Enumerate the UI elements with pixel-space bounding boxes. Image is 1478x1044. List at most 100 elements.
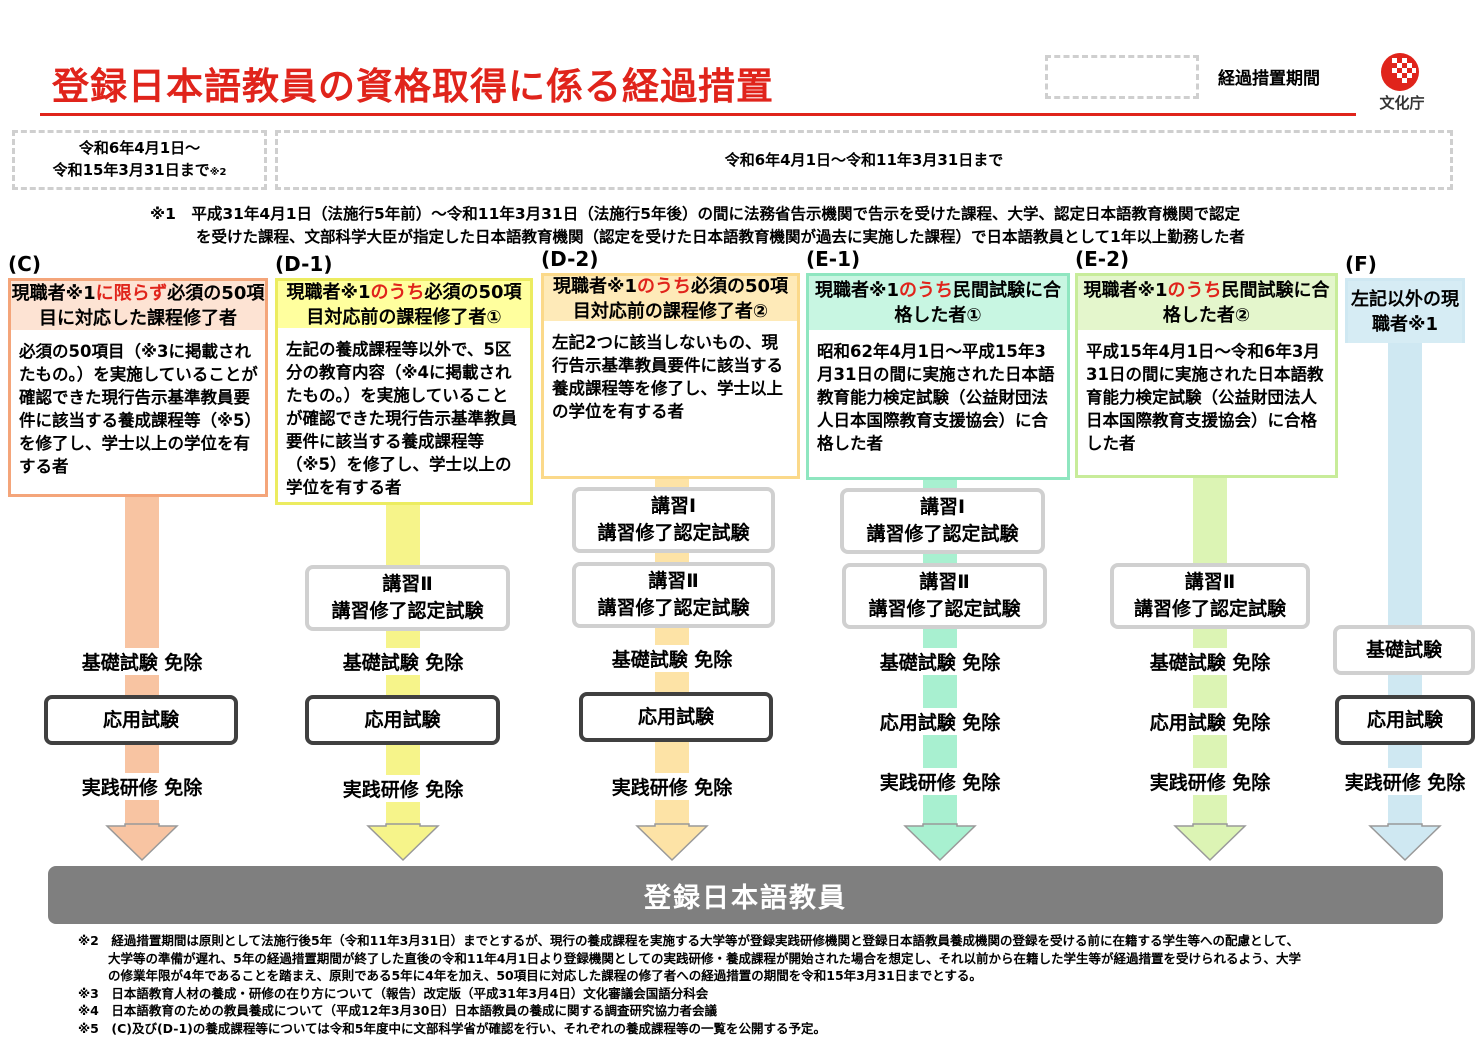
note-1-line2: を受けた課程、文部科学大臣が指定した日本語教育機関（認定を受けた日本語教育機関が… (196, 228, 1245, 246)
header-part: 現職者※1 (552, 275, 637, 297)
step-exempt: 応用試験 免除 (1147, 708, 1273, 735)
column-description: 必須の50項目（※3に掲載されたもの。）を実施していることが確認できた現行告示基… (8, 330, 268, 497)
step-title: 基礎試験 (1365, 638, 1442, 661)
title-underline (40, 113, 1356, 116)
step-exempt: 基礎試験 免除 (877, 648, 1003, 675)
course-box: 講習Ⅱ 講習修了認定試験 (842, 563, 1047, 629)
header-part: 必須の50項目対応前の課程修了者② (572, 275, 789, 322)
footnotes: ※2 経過措置期間は原則として法施行後5年（令和11年3月31日）までとするが、… (78, 932, 1301, 1037)
step-subtitle: 講習修了認定試験 (597, 597, 750, 619)
footnote-3: ※3 日本語教育人材の養成・研修の在り方について（報告）改定版（平成31年3月4… (78, 985, 709, 1001)
column-description: 昭和62年4月1日～平成15年3月31日の間に実施された日本語教育能力検定試験（… (806, 330, 1070, 480)
header-text: 現職者※1のうち民間試験に合格した者① (809, 278, 1067, 328)
footnote-2: ※2 経過措置期間は原則として法施行後5年（令和11年3月31日）までとするが、… (78, 933, 1300, 948)
footnote-5: ※5 (C)及び(D-1)の養成課程等については令和5年度中に文部科学省が確認を… (78, 1020, 826, 1036)
header-part: のうち (636, 275, 691, 297)
applied-exam-box: 応用試験 (579, 692, 773, 742)
svg-text:文化庁: 文化庁 (1379, 94, 1424, 112)
step-subtitle: 講習修了認定試験 (597, 522, 750, 544)
course-box: 講習Ⅱ 講習修了認定試験 (305, 565, 510, 631)
course-box: 基礎試験 (1333, 625, 1475, 675)
column-description: 平成15年4月1日～令和6年3月31日の間に実施された日本語教育能力検定試験（公… (1075, 330, 1338, 478)
course-box: 講習Ⅰ 講習修了認定試験 (572, 487, 775, 553)
step-title: 応用試験 (1366, 708, 1443, 731)
down-arrow-icon (1173, 823, 1247, 862)
footnote-2-cont: の修業年限が4年であることを踏まえ、原則である5年に4年を加え、50項目に対応し… (108, 968, 982, 983)
period-left-line1: 令和6年4月1日～ (78, 138, 201, 157)
step-title: 講習Ⅰ (650, 495, 697, 517)
column-label: (D-1) (275, 252, 333, 276)
step-exempt: 基礎試験 免除 (79, 648, 205, 675)
step-title: 応用試験 (364, 708, 441, 731)
column-label: (E-1) (806, 247, 861, 271)
registered-teacher-bar: 登録日本語教員 (48, 866, 1443, 924)
step-exempt: 基礎試験 免除 (609, 645, 735, 672)
header-part: 現職者※1 (286, 281, 371, 303)
note-1-line1: ※1 平成31年4月1日（法施行5年前）～令和11年3月31日（法施行5年後）の… (150, 205, 1240, 223)
step-exempt: 基礎試験 免除 (1147, 648, 1273, 675)
step-exempt: 実践研修 免除 (877, 768, 1003, 795)
applied-exam-box: 応用試験 (305, 695, 500, 745)
applied-exam-box: 応用試験 (44, 695, 238, 745)
step-exempt: 応用試験 免除 (877, 708, 1003, 735)
header-part: 民間試験に合格した者② (1162, 280, 1330, 326)
header-part: のうち (370, 281, 425, 303)
down-arrow-icon (366, 823, 440, 862)
header-text: 現職者※1のうち必須の50項目対応前の課程修了者② (544, 274, 797, 324)
column-header: 現職者※1のうち民間試験に合格した者② (1075, 273, 1338, 330)
header-part: 現職者※1 (1083, 280, 1168, 301)
header-text: 現職者※1のうち必須の50項目対応前の課程修了者① (278, 280, 530, 330)
column-label: (E-2) (1075, 247, 1130, 271)
step-subtitle: 講習修了認定試験 (868, 598, 1021, 620)
header-text: 現職者※1に限らず必須の50項目に対応した課程修了者 (11, 281, 265, 331)
column-label: (C) (8, 252, 41, 276)
column-header: 現職者※1のうち民間試験に合格した者① (806, 273, 1070, 330)
step-subtitle: 講習修了認定試験 (1133, 598, 1286, 620)
down-arrow-icon (635, 823, 709, 862)
header-part: 必須の50項目対応前の課程修了者① (306, 281, 522, 328)
header-part: のうち (899, 280, 954, 301)
bunkacho-logo: 文化庁 (1362, 50, 1442, 112)
step-exempt: 実践研修 免除 (340, 775, 466, 802)
logo-icon: 文化庁 (1379, 53, 1425, 112)
page-title: 登録日本語教員の資格取得に係る経過措置 (52, 65, 774, 108)
legend-label: 経過措置期間 (1218, 69, 1320, 89)
step-title: 応用試験 (102, 708, 179, 731)
period-left-line2: 令和15年3月31日まで (52, 160, 210, 179)
course-box: 講習Ⅱ 講習修了認定試験 (572, 562, 775, 628)
flow-bar (1388, 343, 1422, 826)
step-title: 講習Ⅱ (919, 571, 970, 593)
column-label: (D-2) (541, 247, 599, 271)
header-part: に限らず (95, 282, 168, 304)
step-title: 講習Ⅰ (919, 496, 966, 518)
header-text: 左記以外の現職者※1 (1348, 287, 1462, 337)
step-exempt: 実践研修 免除 (609, 773, 735, 800)
column-description: 左記の養成課程等以外で、5区分の教育内容（※4に掲載されたもの。）を実施している… (275, 328, 533, 505)
step-title: 講習Ⅱ (382, 573, 433, 595)
column-header: 左記以外の現職者※1 (1345, 278, 1465, 343)
down-arrow-icon (1368, 823, 1442, 862)
period-right-text: 令和6年4月1日～令和11年3月31日まで (724, 151, 1004, 169)
note-1: ※1 平成31年4月1日（法施行5年前）～令和11年3月31日（法施行5年後）の… (150, 203, 1245, 249)
down-arrow-icon (105, 823, 179, 862)
step-subtitle: 講習修了認定試験 (331, 600, 484, 622)
period-left: 令和6年4月1日～ 令和15年3月31日まで※2 (12, 130, 267, 190)
header-part: のうち (1167, 280, 1222, 301)
step-exempt: 実践研修 免除 (79, 773, 205, 800)
down-arrow-icon (903, 823, 977, 862)
header-part: 民間試験に合格した者① (894, 280, 1062, 326)
column-description: 左記2つに該当しないもの、現行告示基準教員要件に該当する養成課程等を修了し、学士… (541, 321, 800, 479)
footnote-2-cont: 大学等の準備が遅れ、5年の経過措置期間が終了した直後の令和11年4月1日より登録… (108, 950, 1301, 966)
column-header: 現職者※1に限らず必須の50項目に対応した課程修了者 (8, 278, 268, 330)
column-header: 現職者※1のうち必須の50項目対応前の課程修了者① (275, 278, 533, 328)
period-left-note: ※2 (209, 166, 227, 178)
step-exempt: 実践研修 免除 (1342, 768, 1468, 795)
column-label: (F) (1345, 252, 1377, 276)
step-title: 講習Ⅱ (648, 570, 699, 592)
legend-swatch (1045, 55, 1199, 99)
header-part: 必須の50項目に対応した課程修了者 (39, 282, 265, 329)
period-right: 令和6年4月1日～令和11年3月31日まで (275, 130, 1453, 190)
